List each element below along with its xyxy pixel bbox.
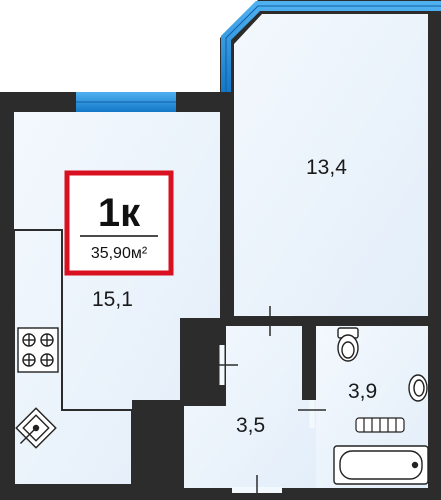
apartment-total-area: 35,90м² <box>91 245 148 262</box>
washbasin-icon <box>408 374 428 402</box>
room-area-hallway: 3,5 <box>236 414 265 437</box>
apartment-type: 1к <box>98 191 141 235</box>
radiator-icon <box>355 417 405 433</box>
room-area-kitchen-living: 15,1 <box>92 288 133 311</box>
sink-icon <box>15 407 57 449</box>
stove-icon <box>17 327 59 373</box>
room-bedroom <box>234 14 428 316</box>
inner-walls <box>176 112 428 488</box>
room-area-bedroom: 13,4 <box>306 156 347 179</box>
apartment-badge: 1к 35,90м² <box>64 170 174 276</box>
room-area-bathroom: 3,9 <box>348 380 377 403</box>
room-hallway <box>182 326 318 488</box>
windows <box>76 1 441 112</box>
kitchen-counter <box>13 229 133 486</box>
bathtub-icon <box>333 445 429 485</box>
toilet-icon <box>337 327 359 362</box>
